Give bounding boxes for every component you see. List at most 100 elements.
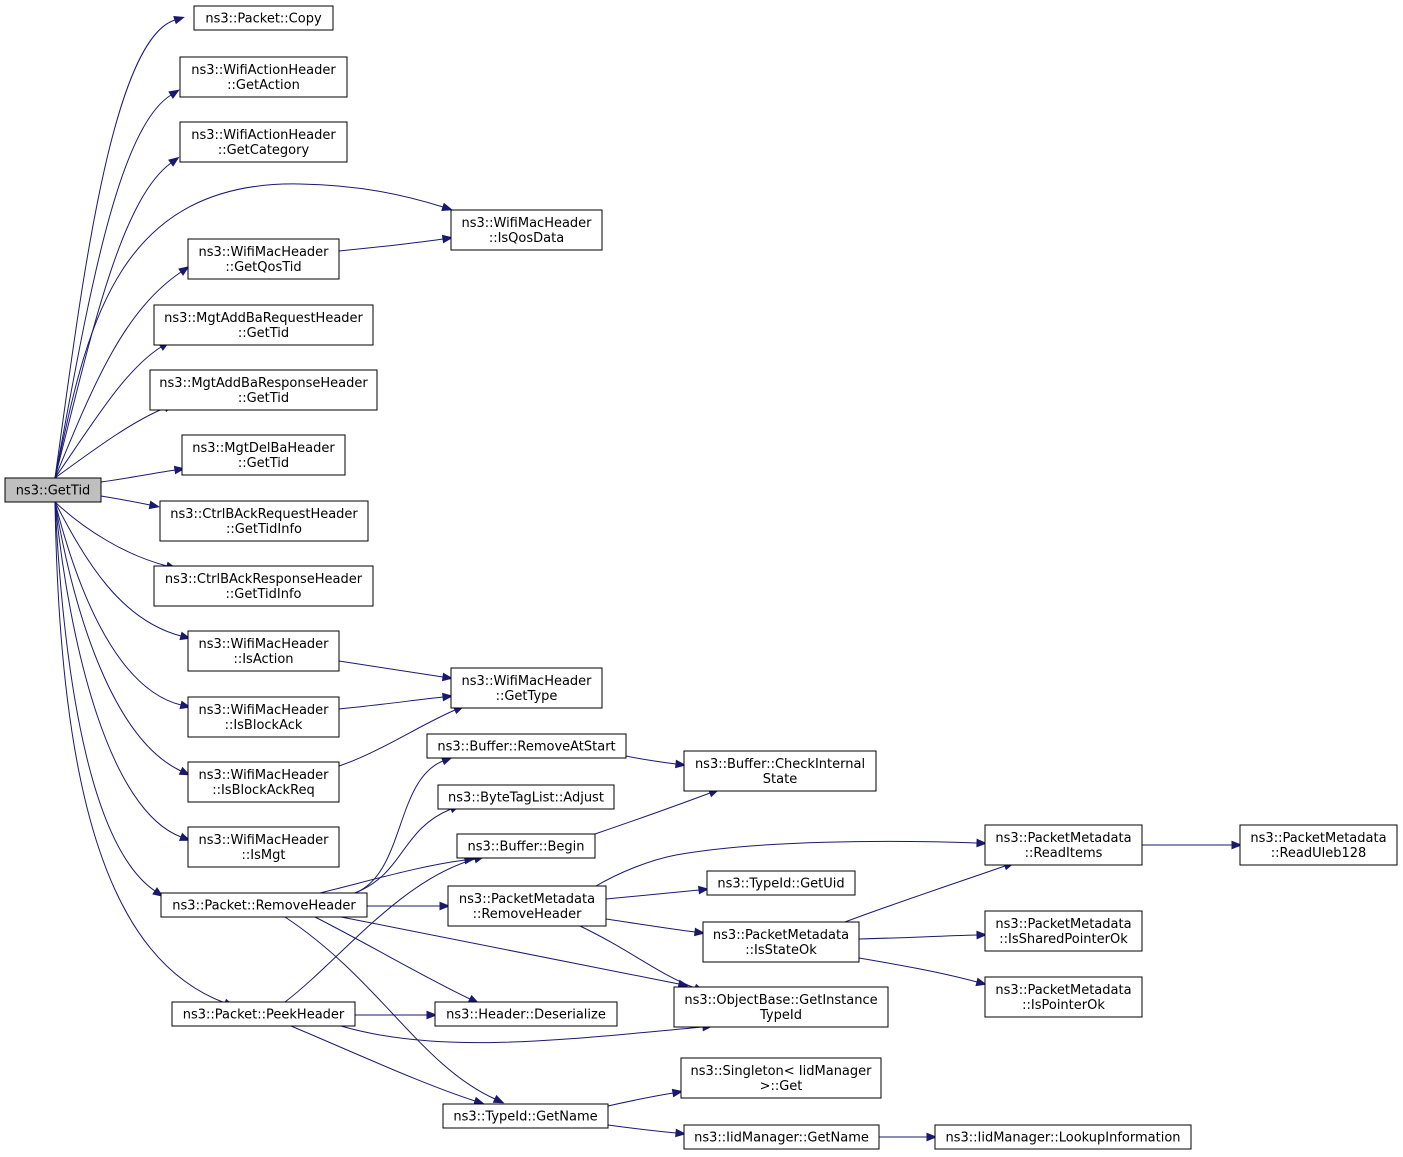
edge-line [54, 19, 176, 479]
edge-line [54, 501, 182, 637]
edge-line [858, 934, 978, 940]
edge-gettid-to-isqosdata [54, 183, 453, 479]
node-box [193, 5, 334, 31]
node-getcategory[interactable]: ns3::WifiActionHeader::GetCategory [179, 121, 348, 163]
node-box [187, 238, 340, 280]
edge-isblockack-to-gettype [338, 692, 454, 710]
node-isblockackreq[interactable]: ns3::WifiMacHeader::IsBlockAckReq [187, 761, 340, 803]
node-removeheader[interactable]: ns3::Packet::RemoveHeader [160, 892, 368, 918]
node-label-line: ns3::WifiMacHeader [461, 216, 592, 231]
node-deserialize[interactable]: ns3::Header::Deserialize [434, 1001, 618, 1027]
node-label-line: ::IsAction [233, 652, 293, 667]
arrowhead [441, 234, 454, 244]
node-box [447, 885, 607, 927]
edge-gettid-to-getcategory [54, 156, 180, 479]
arrowhead [473, 1096, 485, 1105]
edge-line [54, 501, 168, 567]
arrowhead [178, 766, 191, 776]
node-singletonget[interactable]: ns3::Singleton< IidManager>::Get [680, 1057, 882, 1099]
edge-line [340, 916, 680, 985]
node-label-line: ::GetTid [238, 391, 289, 406]
edge-isstateok-to-issharedptr [858, 930, 988, 940]
node-copy[interactable]: ns3::Packet::Copy [193, 5, 334, 31]
edge-pmremoveheader-to-getinstancetypeid [579, 925, 705, 992]
node-removeatstart[interactable]: ns3::Buffer::RemoveAtStart [426, 733, 627, 759]
node-addbaresp[interactable]: ns3::MgtAddBaResponseHeader::GetTid [149, 369, 378, 411]
call-graph-nodes: ns3::GetTid ns3::Packet::Copyns3::WifiAct… [4, 5, 1398, 1150]
edge-typeidgetname-to-singletonget [607, 1088, 684, 1107]
node-pmremoveheader[interactable]: ns3::PacketMetadata::RemoveHeader [447, 885, 607, 927]
edge-line [54, 501, 182, 772]
node-label-line: ::GetTid [238, 326, 289, 341]
node-box [450, 209, 603, 251]
node-label-line: ns3::ByteTagList::Adjust [448, 791, 604, 806]
node-box [187, 630, 340, 672]
node-lookupinfo[interactable]: ns3::IidManager::LookupInformation [934, 1124, 1192, 1150]
edge-gettid-to-delba [100, 465, 186, 483]
node-label-line: ns3::WifiMacHeader [198, 703, 329, 718]
edge-isstateok-to-ispointerok [858, 957, 987, 987]
node-box [450, 667, 603, 709]
edge-line [100, 495, 151, 506]
node-ismgt[interactable]: ns3::WifiMacHeader::IsMgt [187, 826, 340, 868]
node-label-line: ns3::IidManager::GetName [694, 1131, 869, 1146]
node-readitems[interactable]: ns3::PacketMetadata::ReadItems [984, 824, 1143, 866]
edge-line [594, 792, 711, 835]
edge-line [54, 501, 182, 838]
node-box [702, 921, 860, 963]
edge-gettid-to-ismgt [54, 501, 191, 841]
edge-pmremoveheader-to-isstateok [605, 918, 706, 937]
node-getuid[interactable]: ns3::TypeId::GetUid [706, 870, 856, 896]
node-label-line: ns3::WifiMacHeader [198, 833, 329, 848]
node-issharedptr[interactable]: ns3::PacketMetadata::IsSharedPointerOk [984, 910, 1143, 952]
node-label-line: ::GetTidInfo [226, 587, 302, 602]
node-iidgetname[interactable]: ns3::IidManager::GetName [683, 1124, 880, 1150]
node-adjust[interactable]: ns3::ByteTagList::Adjust [437, 784, 615, 810]
node-begin[interactable]: ns3::Buffer::Begin [456, 833, 596, 859]
node-label-line: TypeId [759, 1008, 802, 1023]
edge-getqostid-to-isqosdata [338, 234, 454, 252]
node-label-line: ns3::Singleton< IidManager [690, 1064, 872, 1079]
node-box [4, 477, 102, 503]
node-label-line: ::GetQosTid [225, 260, 301, 275]
node-label-line: State [763, 772, 797, 787]
node-box [437, 784, 615, 810]
node-peekheader[interactable]: ns3::Packet::PeekHeader [171, 1001, 356, 1027]
node-box [160, 892, 368, 918]
node-typeidgetname[interactable]: ns3::TypeId::GetName [442, 1103, 609, 1129]
node-label-line: ::ReadItems [1025, 846, 1103, 861]
node-readuleb[interactable]: ns3::PacketMetadata::ReadUleb128 [1239, 824, 1398, 866]
edge-line [625, 755, 677, 765]
node-getaction[interactable]: ns3::WifiActionHeader::GetAction [179, 56, 348, 98]
node-addbareq[interactable]: ns3::MgtAddBaRequestHeader::GetTid [153, 304, 374, 346]
edge-removeheader-to-getinstancetypeid [340, 916, 690, 989]
node-isqosdata[interactable]: ns3::WifiMacHeader::IsQosData [450, 209, 603, 251]
node-isstateok[interactable]: ns3::PacketMetadata::IsStateOk [702, 921, 860, 963]
node-label-line: >::Get [760, 1079, 803, 1094]
node-gettid[interactable]: ns3::GetTid [4, 477, 102, 503]
node-getqostid[interactable]: ns3::WifiMacHeader::GetQosTid [187, 238, 340, 280]
edge-iidgetname-to-lookupinfo [879, 1132, 938, 1142]
call-graph-edges [54, 16, 1243, 1142]
node-delba[interactable]: ns3::MgtDelBaHeader::GetTid [181, 434, 346, 476]
node-label-line: ::GetTidInfo [226, 522, 302, 537]
node-label-line: ns3::GetTid [16, 484, 91, 499]
node-ctrlreq[interactable]: ns3::CtrlBAckRequestHeader::GetTidInfo [159, 500, 369, 542]
node-ispointerok[interactable]: ns3::PacketMetadata::IsPointerOk [984, 976, 1143, 1018]
node-label-line: ::RemoveHeader [473, 907, 583, 922]
node-gettype[interactable]: ns3::WifiMacHeader::GetType [450, 667, 603, 709]
node-box [159, 500, 369, 542]
node-ctrlresp[interactable]: ns3::CtrlBAckResponseHeader::GetTidInfo [153, 565, 374, 607]
arrowhead [442, 692, 454, 702]
node-box [153, 304, 374, 346]
arrowhead [675, 759, 687, 769]
node-isblockack[interactable]: ns3::WifiMacHeader::IsBlockAck [187, 696, 340, 738]
arrowhead [975, 977, 987, 987]
node-label-line: ns3::TypeId::GetUid [717, 877, 844, 892]
edge-typeidgetname-to-iidgetname [607, 1124, 687, 1138]
arrowhead [168, 89, 180, 100]
node-isaction[interactable]: ns3::WifiMacHeader::IsAction [187, 630, 340, 672]
